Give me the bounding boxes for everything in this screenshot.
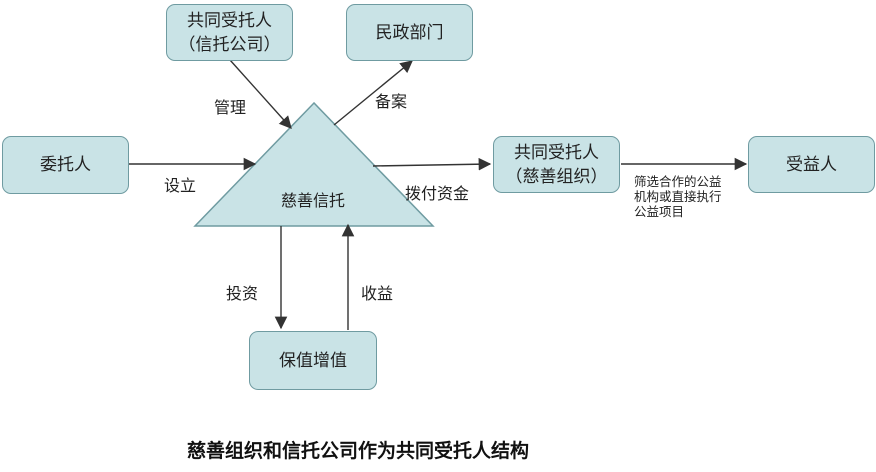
edge-allocate-funds: [372, 157, 492, 171]
edge-label-allocate-funds: 拨付资金: [405, 184, 470, 203]
preservation-label: 保值增值: [279, 350, 347, 371]
edge-manage: [229, 59, 292, 129]
edge-label-invest: 投资: [226, 284, 259, 303]
co-trustee-charity-line2: （慈善组织）: [505, 166, 608, 187]
co-trustee-trust-line1: 共同受托人: [187, 10, 272, 31]
edge-label-record: 备案: [375, 92, 408, 111]
edge-record: [333, 60, 413, 126]
edge-label-income: 收益: [361, 284, 394, 303]
co-trustee-charity-node: 共同受托人 （慈善组织）: [493, 136, 620, 193]
settlor-node: 委托人: [2, 136, 129, 194]
civil-affairs-label: 民政部门: [375, 22, 444, 43]
beneficiary-node: 受益人: [748, 136, 875, 193]
edge-label-select-line2: 机构或直接执行: [634, 189, 722, 204]
edge-label-select-line3: 公益项目: [634, 204, 685, 219]
beneficiary-label: 受益人: [786, 154, 837, 175]
charitable-trust-label: 慈善信托: [281, 191, 346, 210]
edge-label-select-line1: 筛选合作的公益: [634, 174, 722, 189]
edge-label-manage: 管理: [214, 98, 247, 117]
co-trustee-trust-company-node: 共同受托人 （信托公司）: [166, 4, 293, 61]
edge-label-establish: 设立: [164, 176, 197, 195]
co-trustee-trust-line2: （信托公司）: [178, 34, 281, 55]
preservation-node: 保值增值: [249, 331, 377, 390]
diagram-caption: 慈善组织和信托公司作为共同受托人结构: [187, 440, 530, 462]
civil-affairs-node: 民政部门: [346, 4, 473, 61]
settlor-label: 委托人: [40, 155, 91, 175]
co-trustee-charity-line1: 共同受托人: [514, 142, 599, 163]
